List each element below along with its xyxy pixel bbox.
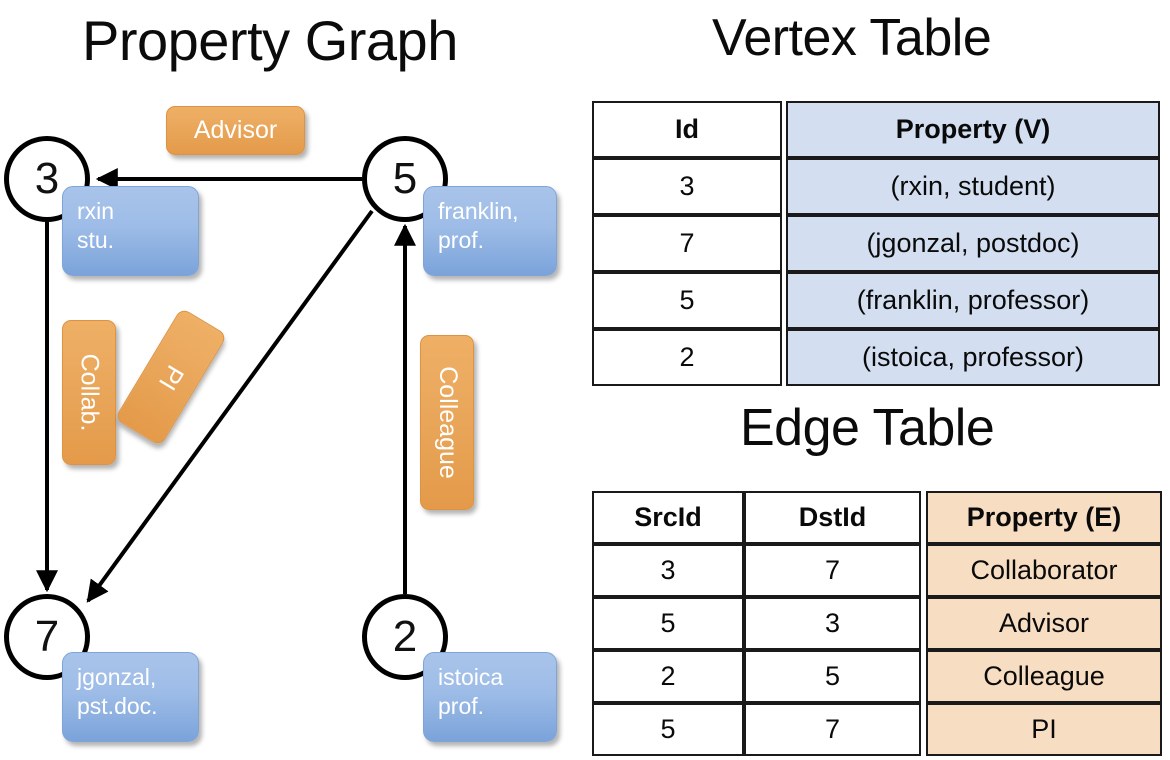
edge-label-pi-text: PI — [153, 359, 190, 395]
vertex-callout-2: istoica prof. — [423, 652, 557, 742]
vertex-callout-7: jgonzal, pst.doc. — [62, 652, 199, 742]
column-gap — [921, 491, 926, 544]
edge-row-1-dst: 3 — [744, 597, 921, 650]
vertex-table-header-id: Id — [592, 101, 782, 158]
vertex-table-header-property: Property (V) — [786, 101, 1160, 158]
property-graph-diagram: 3 5 7 2 rxin stu. franklin, prof. jgonza… — [4, 106, 557, 742]
table-row: 5 7 PI — [592, 703, 1162, 756]
vertex-callout-2-line1: istoica — [438, 664, 504, 690]
column-gap — [782, 329, 786, 386]
vertex-callout-3-line2: stu. — [77, 226, 115, 253]
column-gap — [782, 158, 786, 215]
vertex-row-0-id: 3 — [592, 158, 782, 215]
graph-node-2-label: 2 — [392, 612, 418, 661]
vertex-row-2-id: 5 — [592, 272, 782, 329]
column-gap — [921, 703, 926, 756]
vertex-row-1-property: (jgonzal, postdoc) — [786, 215, 1160, 272]
table-row: 3 7 Collaborator — [592, 544, 1162, 597]
table-row: 5 (franklin, professor) — [592, 272, 1160, 329]
edge-label-colleague: Colleague — [420, 335, 474, 510]
vertex-row-1-id: 7 — [592, 215, 782, 272]
vertex-callout-7-line1: jgonzal, — [77, 664, 157, 690]
table-row: 3 (rxin, student) — [592, 158, 1160, 215]
vertex-callout-3: rxin stu. — [62, 186, 199, 276]
edge-row-0-src: 3 — [592, 544, 744, 597]
graph-node-5[interactable]: 5 — [362, 136, 448, 222]
edge-label-advisor-text: Advisor — [193, 116, 278, 144]
column-gap — [921, 597, 926, 650]
page-title-property-graph: Property Graph — [82, 9, 458, 72]
table-header-row: Id Property (V) — [592, 101, 1160, 158]
edge-label-collab-text: Collab. — [75, 353, 104, 432]
edge-row-3-property: PI — [926, 703, 1162, 756]
vertex-row-2-property: (franklin, professor) — [786, 272, 1160, 329]
column-gap — [921, 544, 926, 597]
column-gap — [782, 272, 786, 329]
graph-node-5-label: 5 — [392, 154, 418, 203]
edge-row-2-dst: 5 — [744, 650, 921, 703]
vertex-callout-7-line2: pst.doc. — [77, 692, 158, 719]
edge-label-advisor: Advisor — [166, 106, 305, 155]
edge-row-1-src: 5 — [592, 597, 744, 650]
edge-table-header-dstid: DstId — [744, 491, 921, 544]
column-gap — [921, 650, 926, 703]
vertex-callout-2-line2: prof. — [438, 692, 485, 719]
table-row: 5 3 Advisor — [592, 597, 1162, 650]
edge-table-header-property: Property (E) — [926, 491, 1162, 544]
vertex-callout-5-line1: franklin, — [438, 198, 519, 224]
edge-row-0-dst: 7 — [744, 544, 921, 597]
table-row: 2 5 Colleague — [592, 650, 1162, 703]
table-row: 2 (istoica, professor) — [592, 329, 1160, 386]
vertex-callout-5-line2: prof. — [438, 226, 485, 253]
graph-node-7-label: 7 — [34, 612, 60, 661]
edge-label-colleague-text: Colleague — [433, 366, 462, 479]
vertex-row-0-property: (rxin, student) — [786, 158, 1160, 215]
edge-row-1-property: Advisor — [926, 597, 1162, 650]
edge-label-collab: Collab. — [62, 320, 116, 465]
table-header-row: SrcId DstId Property (E) — [592, 491, 1162, 544]
edge-row-3-dst: 7 — [744, 703, 921, 756]
graph-node-3-label: 3 — [34, 154, 60, 203]
edge-row-0-property: Collaborator — [926, 544, 1162, 597]
edge-5-to-7-pi — [86, 209, 374, 603]
graph-edges-layer — [36, 168, 416, 603]
vertex-row-3-id: 2 — [592, 329, 782, 386]
table-row: 7 (jgonzal, postdoc) — [592, 215, 1160, 272]
section-title-vertex-table: Vertex Table — [712, 9, 992, 67]
edge-row-3-src: 5 — [592, 703, 744, 756]
edge-table-header-srcid: SrcId — [592, 491, 744, 544]
column-gap — [782, 215, 786, 272]
section-title-edge-table: Edge Table — [740, 399, 995, 457]
vertex-callout-5: franklin, prof. — [423, 186, 557, 276]
edge-row-2-src: 2 — [592, 650, 744, 703]
vertex-row-3-property: (istoica, professor) — [786, 329, 1160, 386]
edge-table: SrcId DstId Property (E) 3 7 Collaborato… — [592, 491, 1162, 756]
vertex-callout-3-line1: rxin — [77, 198, 115, 224]
edge-row-2-property: Colleague — [926, 650, 1162, 703]
graph-node-2[interactable]: 2 — [362, 594, 448, 680]
column-gap — [782, 101, 786, 158]
vertex-table: Id Property (V) 3 (rxin, student) 7 (jgo… — [592, 101, 1160, 386]
